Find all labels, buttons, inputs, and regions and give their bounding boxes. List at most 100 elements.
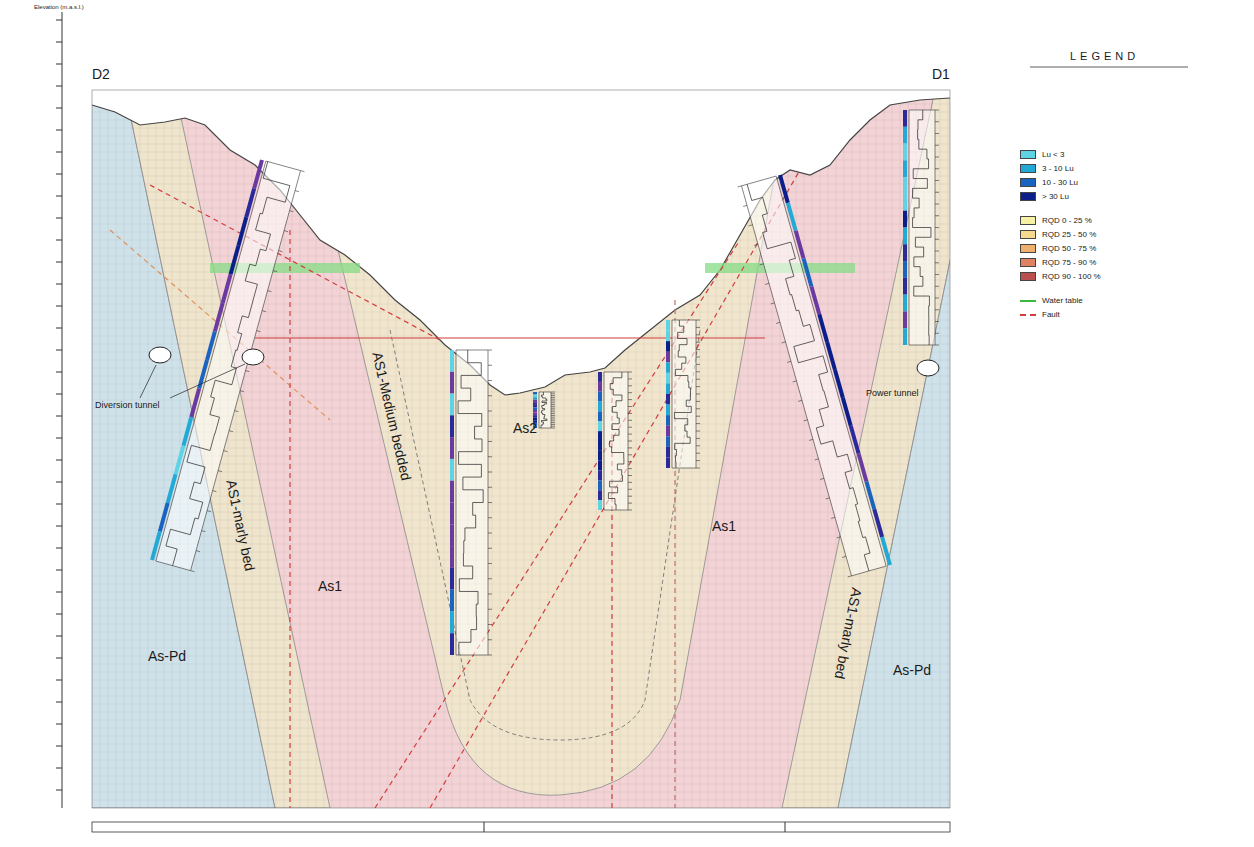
grid-line: [660, 90, 661, 808]
borehole-core: [254, 160, 262, 189]
grid-line: [92, 168, 950, 169]
grid-line: [636, 90, 637, 808]
axis-tick: [56, 614, 62, 615]
log-tick: [488, 487, 492, 488]
axis-tick: [56, 328, 62, 329]
grid-line: [812, 90, 813, 808]
section-line: [289, 230, 290, 808]
grid-line: [92, 584, 950, 585]
log-tick: [488, 426, 492, 427]
log-tick: [229, 431, 233, 432]
log-tick: [191, 571, 195, 572]
log-tick: [488, 395, 492, 396]
log-tick: [628, 420, 632, 421]
log-tick: [488, 411, 492, 412]
borehole-core: [903, 160, 907, 177]
legend-text: 10 - 30 Lu: [1042, 178, 1078, 187]
borehole-core: [533, 410, 537, 413]
axis-tick: [56, 504, 62, 505]
grid-line: [92, 744, 950, 745]
grid-line: [868, 90, 869, 808]
borehole-core: [903, 177, 907, 194]
borehole-core: [666, 415, 670, 426]
borehole-core: [191, 389, 199, 418]
legend-text: Lu < 3: [1042, 150, 1064, 159]
log-tick: [551, 426, 555, 427]
legend-entry: RQD 25 - 50 %: [1020, 230, 1096, 239]
axis-tick: [56, 284, 62, 285]
log-tick: [488, 517, 492, 518]
borehole-core: [598, 471, 602, 481]
grid-line: [92, 288, 950, 289]
axis-tick: [56, 548, 62, 549]
axis-tick: [56, 680, 62, 681]
borehole-core: [666, 352, 670, 363]
borehole-core: [533, 397, 537, 400]
borehole-core: [666, 320, 670, 331]
grid-line: [372, 90, 373, 808]
borehole-core: [903, 311, 907, 328]
borehole-core: [450, 459, 454, 481]
log-tick: [628, 413, 632, 414]
log-tick: [488, 563, 492, 564]
axis-tick: [56, 372, 62, 373]
borehole-core: [598, 500, 602, 510]
log-tick: [696, 460, 700, 461]
log-tick: [488, 472, 492, 473]
borehole-core: [160, 503, 168, 532]
borehole-core: [450, 437, 454, 459]
grid: [92, 90, 950, 808]
log-tick: [815, 459, 819, 460]
log-tick: [207, 511, 211, 512]
borehole-core: [903, 194, 907, 211]
borehole-core: [246, 189, 254, 218]
grid-line: [92, 752, 950, 753]
borehole-core: [903, 127, 907, 144]
log-tick: [848, 576, 852, 577]
axis-tick: [56, 438, 62, 439]
grid-line: [740, 90, 741, 808]
grid-line: [428, 90, 429, 808]
borehole-core: [533, 395, 537, 398]
log-tick: [628, 461, 632, 462]
axis-tick: [56, 350, 62, 351]
legend-swatch: [1020, 258, 1036, 267]
log-tick: [551, 408, 555, 409]
log-tick: [935, 274, 939, 275]
log-tick: [935, 180, 939, 181]
borehole-core: [866, 481, 874, 509]
grid-line: [308, 90, 309, 808]
grid-line: [92, 600, 950, 601]
grid-line: [356, 90, 357, 808]
borehole-core: [666, 394, 670, 405]
log-tick: [551, 399, 555, 400]
grid-line: [596, 90, 597, 808]
log-tick: [696, 408, 700, 409]
borehole-core: [450, 611, 454, 633]
grid-line: [588, 90, 589, 808]
borehole-core: [874, 509, 882, 537]
borehole-core: [533, 407, 537, 410]
tunnel: [242, 349, 264, 365]
grid-line: [92, 624, 950, 625]
section-label: Diversion tunnel: [95, 400, 160, 410]
borehole-core: [215, 303, 223, 332]
log-tick: [765, 283, 769, 284]
borehole-core: [533, 402, 537, 405]
borehole-core: [666, 341, 670, 352]
legend-entry: 10 - 30 Lu: [1020, 178, 1078, 187]
log-tick: [224, 451, 228, 452]
borehole-log: [452, 350, 492, 655]
log-tick: [628, 503, 632, 504]
log-graph: [913, 110, 931, 345]
section-label: Elevation (m.a.s.l.): [34, 4, 84, 11]
unit-label-rotated: AS1-marly bed: [223, 478, 258, 572]
axis-tick: [56, 64, 62, 65]
log-tick: [842, 556, 846, 557]
borehole-core: [903, 211, 907, 228]
log-tick: [284, 231, 288, 232]
borehole-core: [168, 474, 176, 503]
grid-line: [92, 296, 950, 297]
log-tick: [743, 205, 747, 206]
log-tick: [696, 453, 700, 454]
